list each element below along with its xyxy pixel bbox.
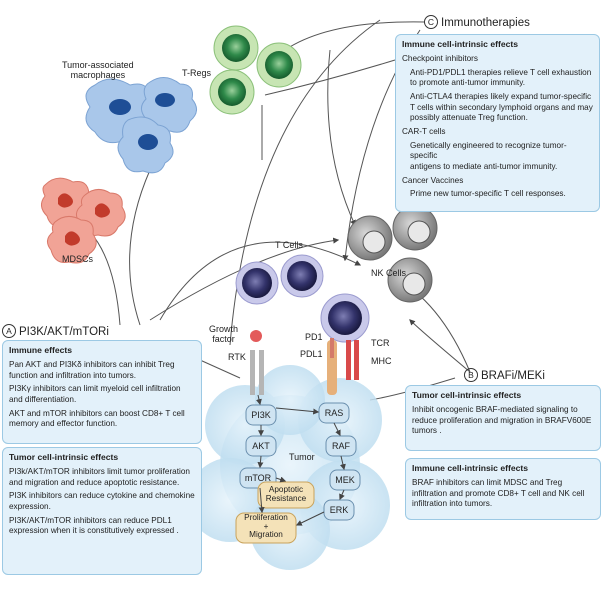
immuno-box-header: Immune cell-intrinsic effects	[402, 39, 519, 49]
checkpoint-text-2: Anti-CTLA4 therapies likely expand tumor…	[410, 92, 593, 123]
immuno-to-tcell-line	[327, 49, 356, 227]
immunotherapies-title: Immunotherapies	[441, 17, 530, 29]
braf-tumor-text: Inhibit oncogenic BRAF-mediated signalin…	[412, 405, 592, 436]
rtk-receptor	[250, 330, 264, 395]
mdsc-label: MDSCs	[62, 254, 93, 264]
section-letter-a: A	[2, 324, 16, 338]
nk-cells-label: NK Cells	[371, 268, 407, 278]
pi3k-title: PI3K/AKT/mTORi	[19, 326, 109, 338]
pi3k-immune-text-3: AKT and mTOR inhibitors can boost CD8+ T…	[9, 408, 185, 429]
immuno-to-treg-line	[284, 21, 426, 51]
node-apoptotic-resistance: Apoptotic Resistance	[265, 485, 307, 504]
pi3k-tumor-text-2: PI3K inhibitors can reduce cytokine and …	[9, 491, 195, 512]
braf-immune-box: Immune cell-intrinsic effects BRAF inhib…	[405, 458, 601, 520]
node-pi3k: PI3K	[251, 410, 271, 420]
pdl1-label: PDL1	[300, 349, 323, 359]
pi3k-tumor-text-3: PI3K/AKT/mTOR inhibitors can reduce PDL1…	[9, 515, 179, 536]
pi3k-tumor-box: Tumor cell-intrinsic effects PI3k/AKT/mT…	[2, 447, 202, 575]
t-cells-label: T Cells	[275, 240, 303, 250]
vaccine-text: Prime new tumor-specific T cell response…	[410, 189, 566, 199]
node-mek: MEK	[335, 475, 355, 485]
pathway-nodes	[235, 402, 361, 544]
treg-label: T-Regs	[182, 68, 212, 78]
section-letter-c: C	[424, 15, 438, 29]
rtk-label: RTK	[228, 352, 246, 362]
growth-factor-label: Growth factor	[209, 324, 239, 345]
treg-cells	[209, 25, 302, 115]
tcr-mhc	[346, 340, 359, 380]
tam-cells	[85, 77, 197, 174]
vaccine-title: Cancer Vaccines	[402, 175, 464, 185]
pd1-label: PD1	[305, 332, 323, 342]
mdsc-cells	[41, 177, 126, 264]
t-cells	[235, 254, 370, 343]
node-akt: AKT	[252, 441, 270, 451]
section-letter-b: B	[464, 368, 478, 382]
tcr-label: TCR	[371, 338, 390, 348]
pi3k-immune-header: Immune effects	[9, 345, 73, 355]
node-raf: RAF	[332, 441, 350, 451]
checkpoint-text-1: Anti-PD1/PDL1 therapies relieve T cell e…	[410, 67, 592, 88]
braf-tumor-box: Tumor cell-intrinsic effects Inhibit onc…	[405, 385, 601, 451]
cart-text: Genetically engineered to recognize tumo…	[410, 140, 567, 172]
pi3k-tumor-header: Tumor cell-intrinsic effects	[9, 452, 119, 462]
node-erk: ERK	[329, 505, 349, 515]
pd1-pdl1	[327, 338, 337, 395]
braf-to-tcell-line	[409, 319, 471, 373]
tumor-label: Tumor	[289, 452, 315, 462]
immunotherapies-box: Immune cell-intrinsic effects Checkpoint…	[395, 34, 600, 212]
checkpoint-title: Checkpoint inhibitors	[402, 54, 479, 64]
pi3k-immune-text-2: PI3Kγ inhibitors can limit myeloid cell …	[9, 384, 181, 405]
tam-label: Tumor-associated macrophages	[62, 60, 134, 81]
braf-immune-header: Immune cell-intrinsic effects	[412, 463, 529, 473]
node-mtor: mTOR	[244, 473, 272, 483]
nk-cells	[347, 205, 438, 303]
cart-title: CAR-T cells	[402, 127, 446, 137]
pi3k-immune-text-1: Pan AKT and PI3Kδ inhibitors can inhibit…	[9, 360, 175, 380]
node-proliferation-migration: Proliferation + Migration	[244, 513, 288, 540]
braf-tumor-header: Tumor cell-intrinsic effects	[412, 390, 522, 400]
braf-title: BRAFi/MEKi	[481, 370, 545, 382]
pi3k-tumor-text-1: PI3k/AKT/mTOR inhibitors limit tumor pro…	[9, 467, 190, 487]
pi3k-immune-box: Immune effects Pan AKT and PI3Kδ inhibit…	[2, 340, 202, 444]
pi3k-to-tumor-line	[199, 359, 241, 379]
node-ras: RAS	[324, 408, 344, 418]
immuno-to-treg-line-2	[264, 59, 396, 96]
mhc-label: MHC	[371, 356, 392, 366]
pi3k-to-tam-line	[129, 169, 151, 326]
braf-immune-text: BRAF inhibitors can limit MDSC and Treg …	[412, 478, 585, 509]
